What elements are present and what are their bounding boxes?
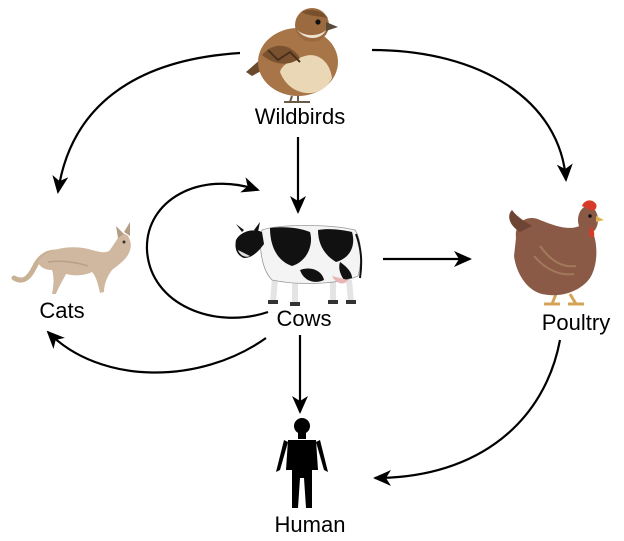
arrow-wildbirds-to-poultry xyxy=(371,48,573,182)
arrows xyxy=(46,48,573,486)
cow-icon xyxy=(235,222,363,306)
human-silhouette-icon xyxy=(276,418,328,508)
hen-icon xyxy=(509,200,604,306)
label-poultry: Poultry xyxy=(542,310,610,335)
sparrow-icon xyxy=(246,8,338,103)
cat-icon xyxy=(11,222,131,294)
label-cats: Cats xyxy=(39,298,84,323)
label-human: Human xyxy=(275,512,346,537)
arrow-cows-to-cats xyxy=(46,330,267,374)
label-cows: Cows xyxy=(276,306,331,331)
arrow-poultry-to-human xyxy=(373,339,562,486)
arrow-wildbirds-to-cats xyxy=(52,51,241,194)
arrow-cows-self-loop xyxy=(145,177,269,319)
labels: Wildbirds Cats Cows Poultry Human xyxy=(39,104,610,537)
label-wildbirds: Wildbirds xyxy=(255,104,345,129)
